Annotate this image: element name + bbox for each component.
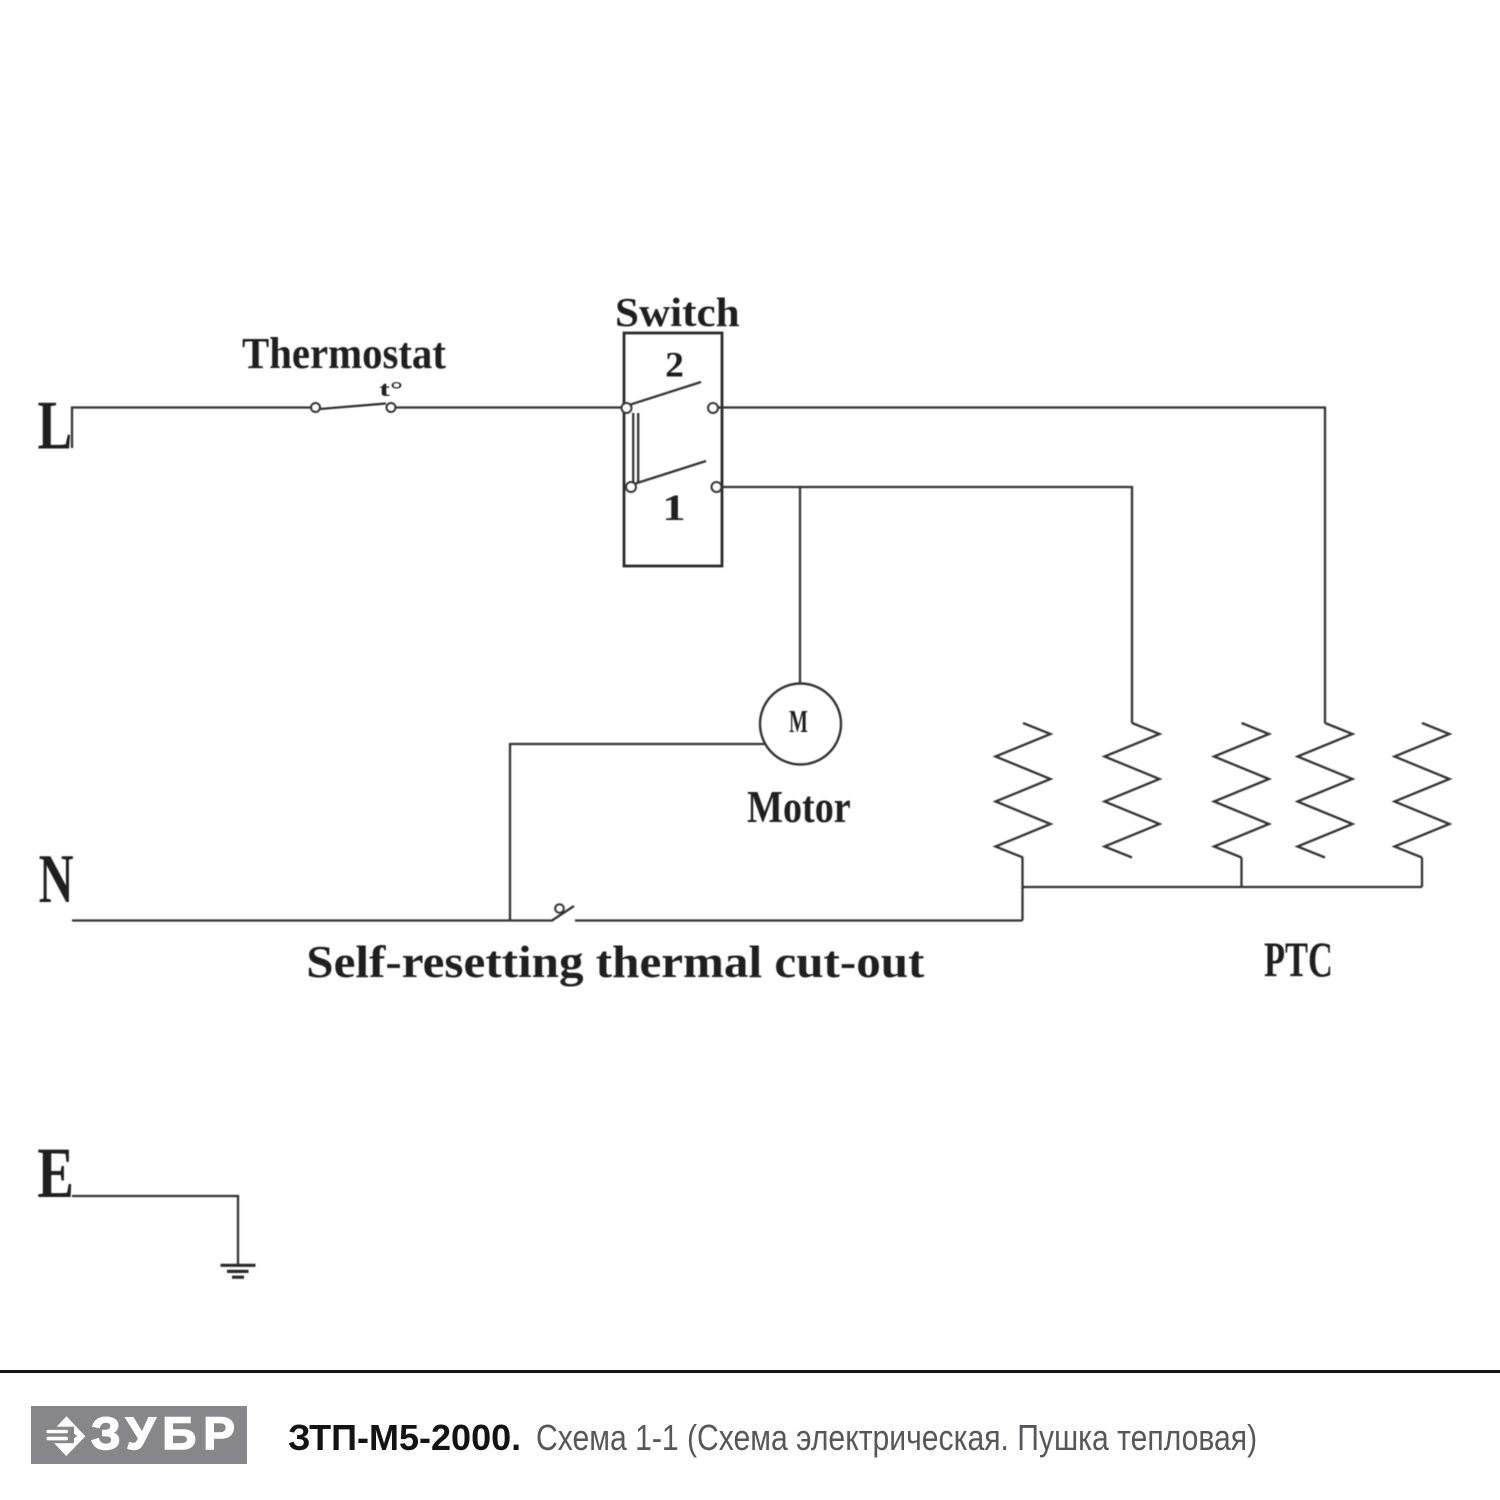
svg-text:M: M <box>789 703 808 739</box>
svg-text:Thermostat: Thermostat <box>242 330 446 379</box>
svg-text:L: L <box>38 387 73 464</box>
svg-text:PTC: PTC <box>1264 933 1333 988</box>
svg-text:E: E <box>37 1133 74 1213</box>
svg-text:t°: t° <box>379 378 403 401</box>
svg-text:Switch: Switch <box>615 290 740 336</box>
svg-text:N: N <box>39 840 74 918</box>
svg-text:2: 2 <box>665 345 684 385</box>
svg-text:1: 1 <box>662 488 685 529</box>
svg-text:Self-resetting thermal cut-out: Self-resetting thermal cut-out <box>306 937 924 987</box>
svg-text:ЗУБР: ЗУБР <box>91 1408 242 1459</box>
svg-text:Motor: Motor <box>747 782 851 833</box>
